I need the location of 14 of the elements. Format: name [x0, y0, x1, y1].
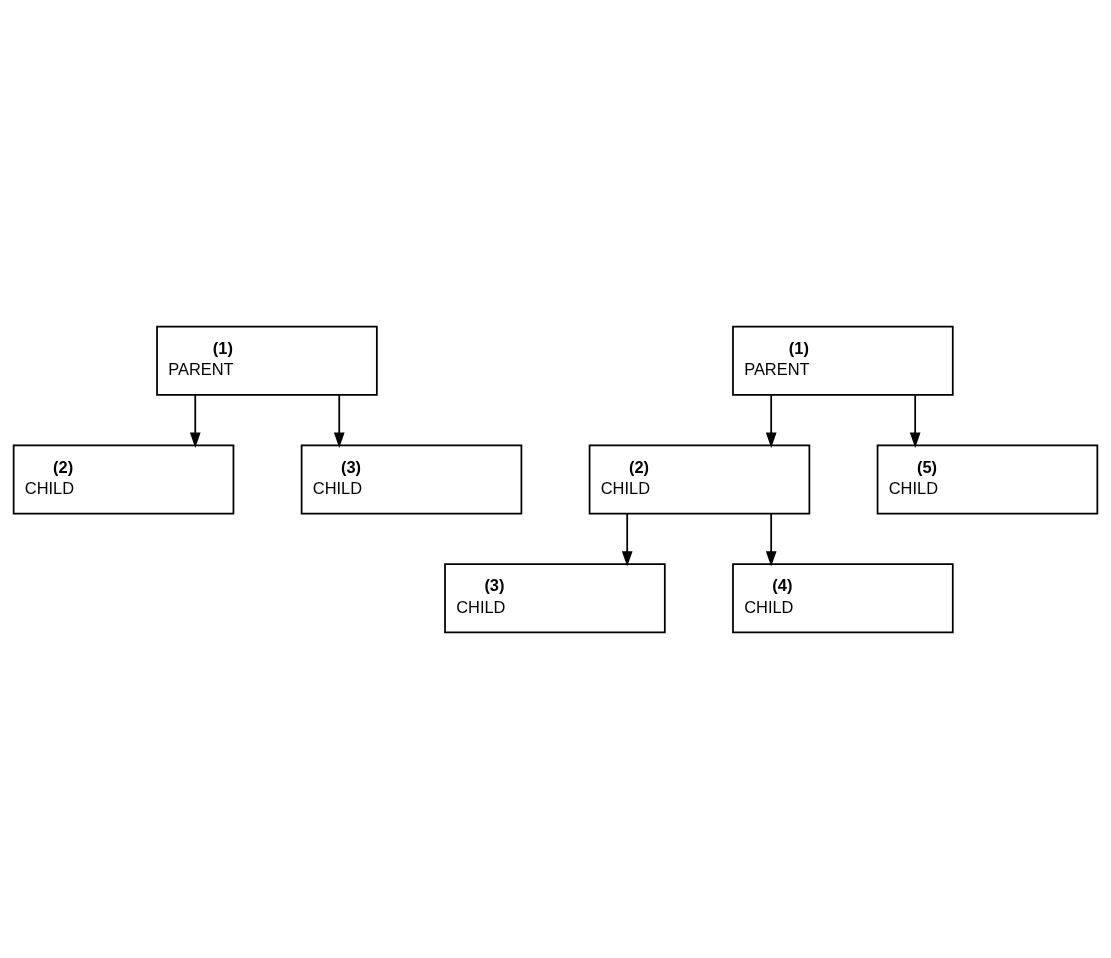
arrow — [909, 393, 921, 448]
arrow — [765, 393, 777, 448]
node-box: (5) CHILD — [876, 444, 1099, 514]
node-box: (2) CHILD — [588, 444, 811, 514]
node-box: (4) CHILD — [732, 562, 954, 633]
node-box: (3) CHILD — [300, 444, 523, 514]
arrow — [621, 512, 633, 567]
node-box: (2) CHILD — [12, 444, 235, 514]
node-box: (1) PARENT — [156, 325, 378, 396]
node-box: (1) PARENT — [732, 325, 954, 396]
arrow — [189, 393, 201, 448]
node-box: (3) CHILD — [444, 562, 666, 633]
arrow — [333, 393, 345, 448]
arrow — [765, 512, 777, 567]
